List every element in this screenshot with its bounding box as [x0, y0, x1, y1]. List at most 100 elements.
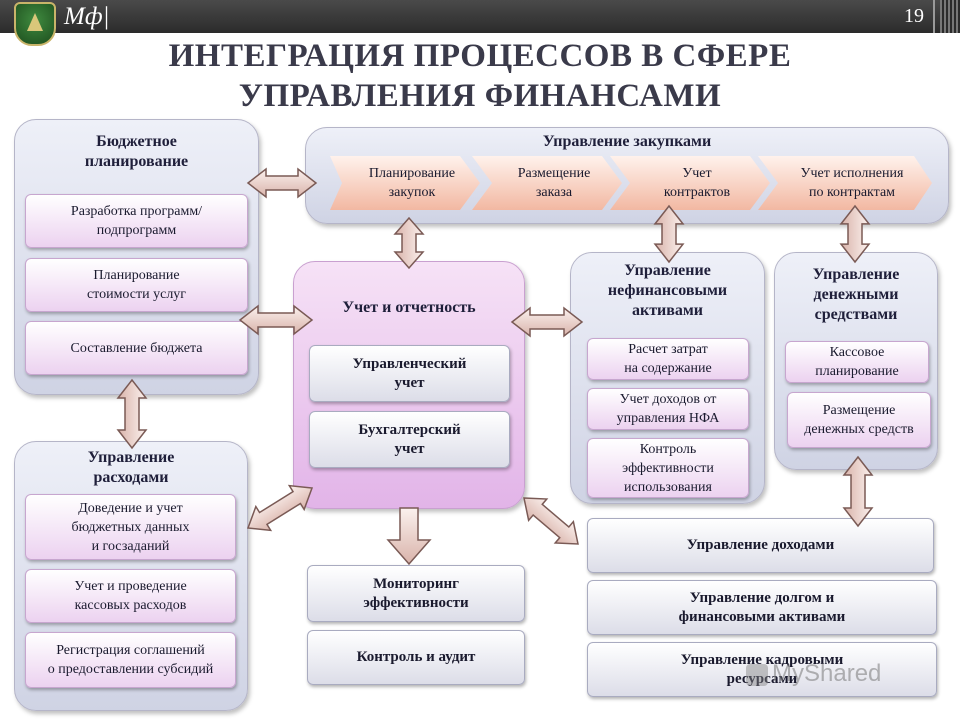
- cash-item-placement[interactable]: Размещение денежных средств: [787, 392, 931, 448]
- hr-line: ресурсами: [726, 670, 798, 687]
- arrow-budget-procurement: [246, 167, 318, 199]
- arrow-procurement-cash: [839, 204, 871, 264]
- decorative-stripes: [940, 0, 960, 33]
- expenses-title-line: расходами: [93, 469, 169, 486]
- step-line: по контрактам: [808, 185, 896, 200]
- arrow-procurement-nonfinancial: [653, 204, 685, 264]
- arrow-procurement-accounting: [393, 216, 425, 270]
- accounting-line: Управленческий: [352, 355, 467, 372]
- budget-item-line: подпрограмм: [96, 223, 177, 238]
- nonfinancial-title: Управление нефинансовыми активами: [571, 261, 764, 321]
- emblem-icon: [14, 2, 56, 46]
- watermark-icon: [746, 664, 768, 686]
- cash-item-line: денежных средств: [804, 422, 914, 437]
- expenses-item-line: Регистрация соглашений: [56, 643, 205, 658]
- step-line: заказа: [535, 185, 573, 200]
- top-bar: Мф| 19: [0, 0, 960, 46]
- revenue-management-box[interactable]: Управление доходами: [587, 518, 934, 573]
- nonfinancial-item-line: Расчет затрат: [628, 342, 708, 357]
- slide-title: ИНТЕГРАЦИЯ ПРОЦЕССОВ В СФЕРЕ УПРАВЛЕНИЯ …: [80, 36, 880, 116]
- hr-line: Управление кадровыми: [680, 651, 844, 668]
- budget-item-line: Разработка программ/: [70, 204, 203, 219]
- expenses-item-line: кассовых расходов: [74, 598, 187, 613]
- step-line: закупок: [388, 185, 436, 200]
- arrow-expenses-accounting: [246, 484, 314, 532]
- nonfinancial-item-line: управления НФА: [616, 411, 720, 426]
- nonfinancial-title-line: Управление: [624, 262, 711, 279]
- accounting-title: Учет и отчетность: [342, 299, 476, 316]
- accounting-line: Бухгалтерский: [358, 421, 461, 438]
- budget-item-services[interactable]: Планирование стоимости услуг: [25, 258, 248, 312]
- accounting-line: учет: [394, 440, 425, 457]
- revenue-label: Управление доходами: [686, 537, 835, 553]
- nonfinancial-item-line: Контроль: [639, 441, 697, 457]
- budget-title-line-1: Бюджетное: [96, 133, 177, 150]
- nonfinancial-item-line: использования: [624, 479, 712, 495]
- control-audit-box[interactable]: Контроль и аудит: [307, 630, 525, 685]
- nonfinancial-item-line: Учет доходов от: [619, 392, 717, 407]
- cash-item-line: планирование: [815, 364, 899, 379]
- monitoring-box[interactable]: Мониторинг эффективности: [307, 565, 525, 622]
- expenses-item-subsidies[interactable]: Регистрация соглашений о предоставлении с…: [25, 632, 236, 688]
- management-accounting-box[interactable]: Управленческий учет: [309, 345, 510, 402]
- budget-item-programs[interactable]: Разработка программ/подпрограмм: [25, 194, 248, 248]
- budget-title: Бюджетное планирование: [15, 132, 258, 172]
- expenses-item-line: бюджетных данных: [71, 519, 190, 535]
- nonfinancial-item-line: эффективности: [622, 460, 714, 476]
- nonfinancial-title-line: нефинансовыми: [607, 282, 728, 299]
- arrow-cash-revenue: [842, 455, 874, 528]
- logo-text: Мф|: [64, 3, 110, 30]
- debt-line: Управление долгом и: [689, 589, 835, 606]
- debt-line: финансовыми активами: [678, 608, 846, 625]
- expenses-item-cash[interactable]: Учет и проведение кассовых расходов: [25, 569, 236, 623]
- debt-management-box[interactable]: Управление долгом и финансовыми активами: [587, 580, 937, 635]
- cash-title-line: денежными: [813, 286, 899, 303]
- nonfinancial-item-income[interactable]: Учет доходов от управления НФА: [587, 388, 749, 430]
- procurement-step-contracts[interactable]: Учет контрактов: [610, 156, 770, 210]
- procurement-title: Управление закупками: [542, 133, 712, 150]
- step-line: контрактов: [663, 185, 731, 200]
- control-audit-label: Контроль и аудит: [356, 649, 476, 665]
- title-line-1: ИНТЕГРАЦИЯ ПРОЦЕССОВ В СФЕРЕ: [168, 38, 792, 74]
- cash-item-line: Размещение: [822, 403, 896, 418]
- monitoring-line: Мониторинг: [373, 575, 459, 592]
- arrow-accounting-revenue: [523, 497, 579, 545]
- budget-item-compose[interactable]: Составление бюджета: [25, 321, 248, 375]
- step-line: Размещение: [517, 166, 591, 181]
- nonfinancial-item-control[interactable]: Контроль эффективности использования: [587, 438, 749, 498]
- budget-item-line: Планирование: [93, 268, 180, 283]
- expenses-item-line: Доведение и учет: [78, 500, 183, 516]
- procurement-step-placement[interactable]: Размещение заказа: [472, 156, 622, 210]
- cash-title-line: средствами: [814, 306, 898, 323]
- budget-item-line: Составление бюджета: [70, 340, 203, 356]
- expenses-item-line: Учет и проведение: [74, 579, 187, 594]
- nonfinancial-item-line: на содержание: [624, 361, 712, 376]
- expenses-title: Управление расходами: [15, 448, 247, 488]
- title-line-2: УПРАВЛЕНИЯ ФИНАНСАМИ: [238, 78, 722, 114]
- step-line: Планирование: [368, 166, 456, 181]
- nonfinancial-item-costs[interactable]: Расчет затрат на содержание: [587, 338, 749, 380]
- nonfinancial-title-line: активами: [631, 302, 704, 319]
- arrow-budget-accounting: [238, 304, 314, 336]
- accounting-line: учет: [394, 374, 425, 391]
- step-line: Учет исполнения: [800, 166, 904, 181]
- hr-management-box[interactable]: Управление кадровыми ресурсами: [587, 642, 937, 697]
- budget-item-line: стоимости услуг: [86, 287, 187, 302]
- expenses-item-line: о предоставлении субсидий: [47, 662, 214, 677]
- watermark-text: MyShared: [772, 660, 882, 687]
- step-line: Учет: [682, 166, 712, 181]
- expenses-item-line: и госзаданий: [91, 538, 170, 554]
- monitoring-line: эффективности: [363, 594, 469, 611]
- slide-number: 19: [904, 5, 924, 27]
- arrow-accounting-nonfinancial: [510, 306, 584, 338]
- procurement-step-execution[interactable]: Учет исполнения по контрактам: [758, 156, 932, 210]
- procurement-step-planning[interactable]: Планирование закупок: [330, 156, 480, 210]
- expenses-item-budget-data[interactable]: Доведение и учет бюджетных данных и госзад…: [25, 494, 236, 560]
- divider: [933, 0, 935, 33]
- cash-title: Управление денежными средствами: [775, 265, 937, 325]
- budget-title-line-2: планирование: [84, 153, 189, 170]
- bookkeeping-box[interactable]: Бухгалтерский учет: [309, 411, 510, 468]
- expenses-title-line: Управление: [87, 449, 175, 466]
